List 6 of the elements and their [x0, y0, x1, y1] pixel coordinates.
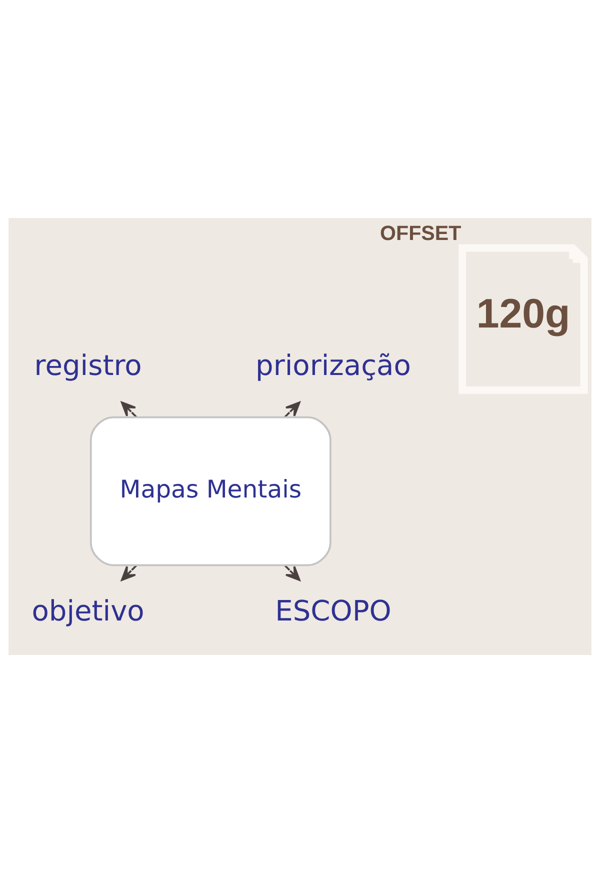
- node-text: ESCOPO: [275, 594, 392, 628]
- node-label: OFFSET: [380, 222, 462, 246]
- node-box: Mapas Mentais: [90, 416, 332, 566]
- node-text: registro: [34, 349, 142, 382]
- node-text: priorização: [256, 349, 411, 382]
- node-text: objetivo: [32, 594, 144, 628]
